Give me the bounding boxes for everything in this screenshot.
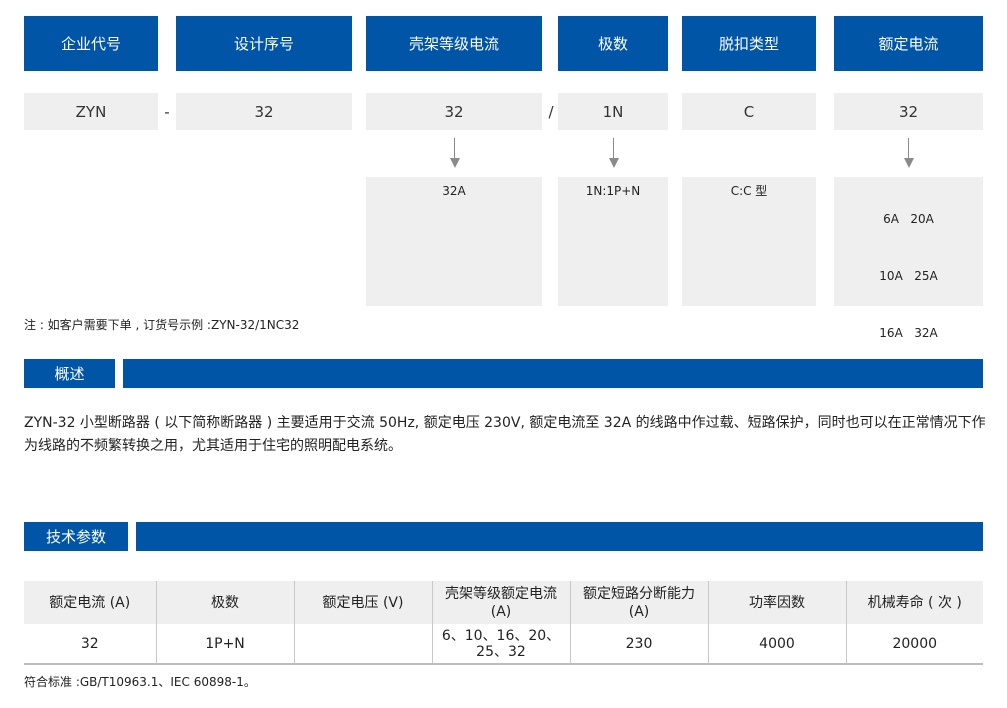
- section-title-tech: 技术参数: [24, 522, 128, 551]
- cell-frame-rated-current: 6、10、16、20、25、32: [431, 624, 570, 665]
- cell-breaking-capacity: 230: [569, 624, 708, 665]
- order-note: 注 : 如客户需要下单 , 订货号示例 :ZYN-32/1NC32: [24, 318, 300, 332]
- arrow-down-icon: [449, 138, 461, 170]
- col-poles: 极数: [155, 581, 294, 624]
- value-poles: 1N: [558, 93, 668, 130]
- header-design-serial: 设计序号: [176, 16, 352, 71]
- value-frame-current: 32: [366, 93, 542, 130]
- table-header-row: 额定电流 (A) 极数 额定电压 (V) 壳架等级额定电流 (A) 额定短路分断…: [24, 581, 983, 624]
- value-trip-type: C: [682, 93, 816, 130]
- arrow-down-icon: [903, 138, 915, 170]
- section-bar-overview: [123, 359, 983, 388]
- overview-text: ZYN-32 小型断路器 ( 以下简称断路器 ) 主要适用于交流 50Hz, 额…: [24, 415, 986, 454]
- separator-dash: -: [164, 102, 170, 121]
- col-rated-voltage: 额定电压 (V): [293, 581, 432, 624]
- options-poles: 1N:1P+N: [558, 177, 668, 306]
- option-text: C:C 型: [730, 184, 768, 198]
- tech-spec-table: 额定电流 (A) 极数 额定电压 (V) 壳架等级额定电流 (A) 额定短路分断…: [24, 581, 983, 665]
- header-trip-type: 脱扣类型: [682, 16, 816, 71]
- col-frame-rated-current: 壳架等级额定电流 (A): [431, 581, 570, 624]
- cell-poles: 1P+N: [155, 624, 294, 665]
- cell-mechanical-life: 20000: [845, 624, 983, 665]
- option-text: 6A 20A: [883, 212, 934, 226]
- value-rated-current: 32: [834, 93, 983, 130]
- header-rated-current: 额定电流: [834, 16, 983, 71]
- options-trip-type: C:C 型: [682, 177, 816, 306]
- arrow-down-icon: [608, 138, 620, 170]
- compliance-standard: 符合标准 :GB/T10963.1、IEC 60898-1。: [24, 675, 256, 689]
- cell-power-factor: 4000: [707, 624, 846, 665]
- header-company-code: 企业代号: [24, 16, 158, 71]
- header-poles: 极数: [558, 16, 668, 71]
- col-breaking-capacity: 额定短路分断能力 (A): [569, 581, 708, 624]
- value-company-code: ZYN: [24, 93, 158, 130]
- option-text: 10A 25A: [879, 269, 938, 283]
- col-rated-current: 额定电流 (A): [24, 581, 156, 624]
- separator-slash: /: [548, 102, 554, 121]
- cell-rated-voltage: [293, 624, 432, 665]
- col-power-factor: 功率因数: [707, 581, 846, 624]
- option-text: 1N:1P+N: [585, 184, 641, 198]
- value-design-serial: 32: [176, 93, 352, 130]
- section-bar-tech: [136, 522, 983, 551]
- col-mechanical-life: 机械寿命 ( 次 ): [845, 581, 983, 624]
- table-row: 32 1P+N 6、10、16、20、25、32 230 4000 20000: [24, 624, 983, 665]
- options-frame-current: 32A: [366, 177, 542, 306]
- section-title-overview: 概述: [24, 359, 115, 388]
- cell-rated-current: 32: [24, 624, 156, 665]
- option-text: 32A: [442, 184, 466, 198]
- header-frame-current: 壳架等级电流: [366, 16, 542, 71]
- options-rated-current: 6A 20A 10A 25A 16A 32A: [834, 177, 983, 340]
- option-text: 16A 32A: [879, 326, 938, 340]
